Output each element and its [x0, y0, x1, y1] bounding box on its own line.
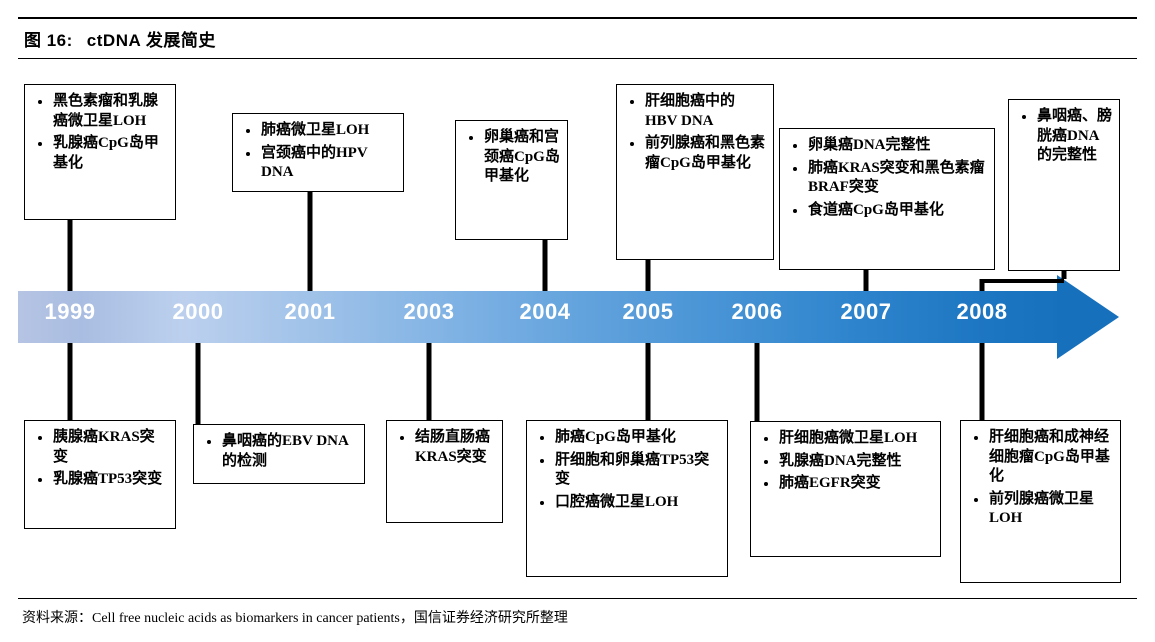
connector-above-2008-tick [979, 279, 985, 291]
event-box-2008-above: 鼻咽癌、膀胱癌DNA的完整性 [1008, 99, 1120, 271]
event-item: 肺癌EGFR突变 [757, 474, 934, 494]
event-item: 前列腺癌微卫星LOH [967, 490, 1114, 529]
event-item: 肝细胞癌中的HBV DNA [623, 92, 767, 131]
timeline-bar [18, 291, 1058, 343]
connector-above-2007 [863, 270, 869, 291]
event-list: 肺癌微卫星LOH 宫颈癌中的HPV DNA [239, 121, 397, 183]
event-list: 肺癌CpG岛甲基化肝细胞和卵巢癌TP53突变口腔癌微卫星LOH [533, 428, 721, 512]
timeline-year-2006: 2006 [731, 299, 783, 324]
timeline-year-2004: 2004 [519, 299, 571, 324]
timeline-year-2003: 2003 [403, 299, 455, 324]
event-box-2006-below: 肝细胞癌微卫星LOH 乳腺癌DNA完整性肺癌EGFR突变 [750, 421, 941, 557]
connector-below-2005 [645, 343, 651, 420]
timeline-year-2001: 2001 [284, 299, 336, 324]
event-item: 肝细胞癌和成神经细胞瘤CpG岛甲基化 [967, 428, 1114, 487]
timeline-arrow-icon [1057, 275, 1119, 359]
connector-above-2001 [307, 192, 313, 291]
connector-below-2003 [426, 343, 432, 420]
connector-above-2008-vertical [1061, 271, 1067, 279]
event-item: 乳腺癌DNA完整性 [757, 452, 934, 472]
connector-above-2005 [645, 260, 651, 291]
source-note: 资料来源：Cell free nucleic acids as biomarke… [22, 611, 568, 626]
event-item: 食道癌CpG岛甲基化 [786, 201, 988, 221]
connector-above-1999 [67, 220, 73, 291]
event-list: 卵巢癌和宫颈癌CpG岛甲基化 [462, 128, 561, 187]
event-item: 结肠直肠癌KRAS突变 [393, 428, 496, 467]
event-item: 口腔癌微卫星LOH [533, 493, 721, 513]
connector-above-2008-horizontal [982, 279, 1064, 283]
event-item: 鼻咽癌的EBV DNA的检测 [200, 432, 358, 471]
event-list: 卵巢癌DNA完整性肺癌KRAS突变和黑色素瘤BRAF突变食道癌CpG岛甲基化 [786, 136, 988, 220]
connector-below-2008 [979, 343, 985, 420]
event-item: 黑色素瘤和乳腺癌微卫星LOH [31, 92, 169, 131]
timeline-year-2000: 2000 [172, 299, 224, 324]
event-box-2007-above: 卵巢癌DNA完整性肺癌KRAS突变和黑色素瘤BRAF突变食道癌CpG岛甲基化 [779, 128, 995, 270]
event-item: 肝细胞和卵巢癌TP53突变 [533, 451, 721, 490]
figure-number: 图 16: [24, 31, 73, 50]
event-item: 前列腺癌和黑色素瘤CpG岛甲基化 [623, 134, 767, 173]
event-box-2008-below: 肝细胞癌和成神经细胞瘤CpG岛甲基化前列腺癌微卫星LOH [960, 420, 1121, 583]
timeline-year-2007: 2007 [840, 299, 892, 324]
timeline-year-2008: 2008 [956, 299, 1008, 324]
event-item: 肺癌CpG岛甲基化 [533, 428, 721, 448]
footer-rule [18, 598, 1137, 599]
event-box-2000-below: 鼻咽癌的EBV DNA的检测 [193, 424, 365, 484]
event-box-1999-below: 胰腺癌KRAS突变乳腺癌TP53突变 [24, 420, 176, 529]
event-list: 结肠直肠癌KRAS突变 [393, 428, 496, 467]
header-rule-top [18, 17, 1137, 19]
event-box-2001-above: 肺癌微卫星LOH 宫颈癌中的HPV DNA [232, 113, 404, 192]
event-item: 胰腺癌KRAS突变 [31, 428, 169, 467]
event-item: 卵巢癌和宫颈癌CpG岛甲基化 [462, 128, 561, 187]
event-item: 宫颈癌中的HPV DNA [239, 144, 397, 183]
event-item: 肺癌微卫星LOH [239, 121, 397, 141]
event-list: 鼻咽癌的EBV DNA的检测 [200, 432, 358, 471]
timeline-year-1999: 1999 [44, 299, 96, 324]
event-box-2005-below: 肺癌CpG岛甲基化肝细胞和卵巢癌TP53突变口腔癌微卫星LOH [526, 420, 728, 577]
event-item: 肝细胞癌微卫星LOH [757, 429, 934, 449]
event-list: 胰腺癌KRAS突变乳腺癌TP53突变 [31, 428, 169, 490]
event-item: 乳腺癌CpG岛甲基化 [31, 134, 169, 173]
connector-below-2000 [195, 343, 201, 424]
event-item: 肺癌KRAS突变和黑色素瘤BRAF突变 [786, 159, 988, 198]
event-item: 鼻咽癌、膀胱癌DNA的完整性 [1015, 107, 1113, 166]
event-item: 乳腺癌TP53突变 [31, 470, 169, 490]
event-list: 鼻咽癌、膀胱癌DNA的完整性 [1015, 107, 1113, 166]
event-list: 肝细胞癌和成神经细胞瘤CpG岛甲基化前列腺癌微卫星LOH [967, 428, 1114, 529]
header-rule-bottom [18, 58, 1137, 59]
connector-below-1999 [67, 343, 73, 420]
timeline-year-2005: 2005 [622, 299, 674, 324]
page-title: 图 16: ctDNA 发展简史 [24, 26, 216, 51]
event-box-2003-below: 结肠直肠癌KRAS突变 [386, 420, 503, 523]
connector-above-2004 [542, 240, 548, 291]
connector-below-2006 [754, 343, 760, 421]
event-list: 肝细胞癌微卫星LOH 乳腺癌DNA完整性肺癌EGFR突变 [757, 429, 934, 494]
event-item: 卵巢癌DNA完整性 [786, 136, 988, 156]
figure-title-text: ctDNA 发展简史 [86, 31, 216, 50]
event-box-2004-above: 卵巢癌和宫颈癌CpG岛甲基化 [455, 120, 568, 240]
